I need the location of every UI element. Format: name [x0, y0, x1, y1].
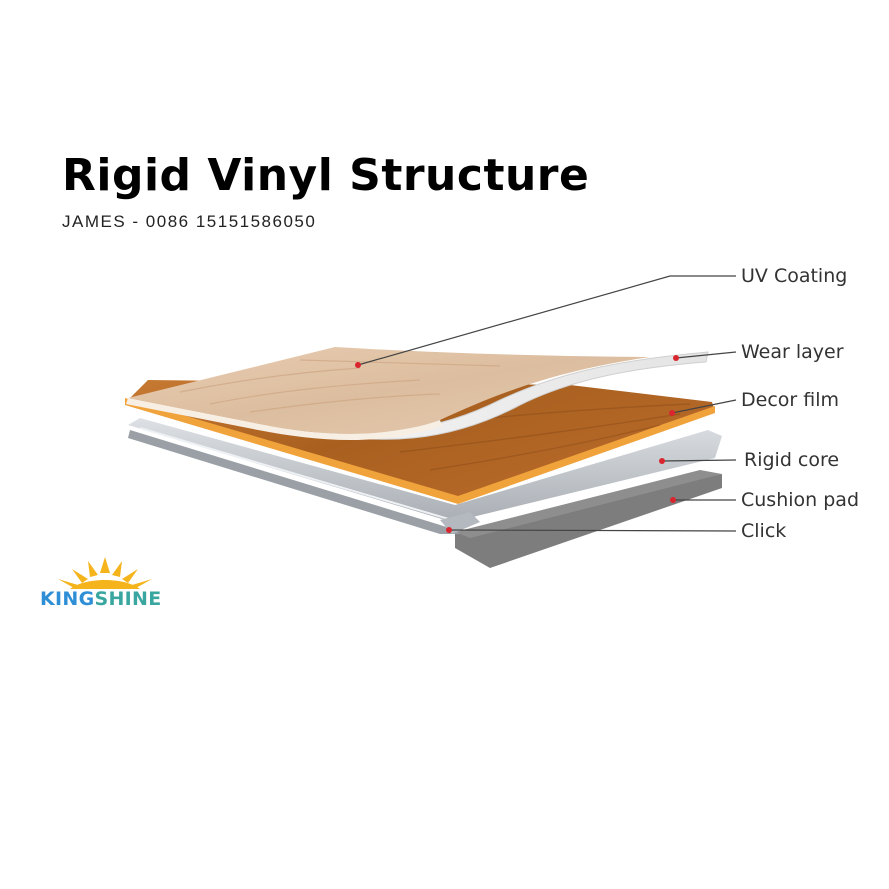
sun-logo-icon — [58, 557, 152, 589]
leader-decor-film — [671, 399, 737, 414]
diagram-title: Rigid Vinyl Structure — [62, 150, 590, 201]
leader-uv-coating — [357, 275, 736, 366]
rigid-core-highlight — [139, 427, 453, 521]
marker-wear-layer — [673, 355, 679, 361]
leader-click — [448, 529, 737, 532]
brand-name: KINGSHINE — [40, 588, 162, 610]
wood-top-edge — [126, 398, 442, 440]
rigid-core-layer — [128, 418, 722, 522]
cushion-pad-layer — [455, 474, 722, 568]
wood-top-layer — [128, 347, 650, 434]
label-wear-layer: Wear layer — [741, 341, 844, 363]
wood-top-grain — [179, 359, 501, 413]
leader-rigid-core — [661, 459, 737, 462]
cushion-pad-top — [455, 470, 722, 538]
markers — [355, 355, 679, 533]
contact-subtitle: JAMES - 0086 15151586050 — [62, 212, 317, 231]
marker-click — [446, 527, 452, 533]
wear-layer-film — [299, 351, 709, 440]
marker-cushion-pad — [670, 497, 676, 503]
brand-name-part2: SHINE — [94, 588, 162, 610]
marker-uv-coating — [355, 362, 361, 368]
marker-decor-film — [669, 410, 675, 416]
leader-wear-layer — [675, 351, 737, 359]
label-uv-coating: UV Coating — [741, 265, 848, 287]
label-rigid-core: Rigid core — [744, 449, 840, 471]
marker-rigid-core — [659, 458, 665, 464]
leader-lines — [357, 275, 737, 532]
label-decor-film: Decor film — [741, 389, 839, 411]
decor-film-edge — [125, 398, 715, 504]
label-click: Click — [741, 520, 787, 542]
brand-name-part1: KING — [40, 588, 95, 610]
rigid-core-groove — [128, 430, 460, 534]
label-cushion-pad: Cushion pad — [741, 489, 859, 511]
